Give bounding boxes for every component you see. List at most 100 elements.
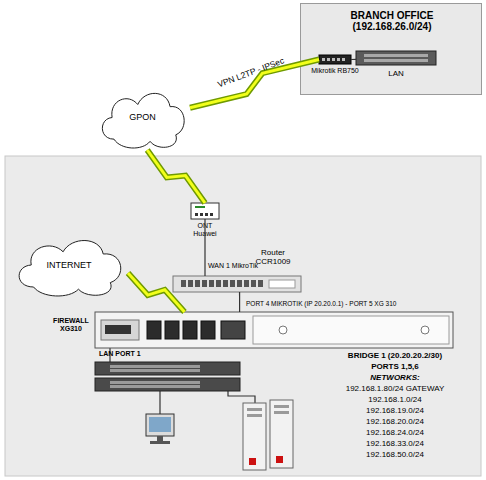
port-block [165, 321, 179, 339]
router-shape [173, 276, 301, 292]
server-badge [249, 458, 256, 465]
annotation-label: 192.168.20.0/24 [320, 418, 470, 427]
ethernet-port [258, 280, 263, 287]
switch-device [95, 378, 240, 391]
lightning-link [128, 273, 185, 312]
node-label: GPON [95, 112, 190, 122]
connector-group [147, 150, 205, 203]
node-label: FIREWALL XG310 [49, 317, 93, 333]
switch-device: LAN [356, 51, 436, 65]
lightning-link [190, 60, 319, 108]
switch-ports [110, 381, 200, 384]
pc-base [150, 441, 170, 444]
ethernet-port [237, 280, 242, 287]
network-cloud: INTERNET [10, 232, 128, 298]
router-plate [269, 280, 295, 288]
firewall-display [105, 325, 131, 334]
firewall-front-plate [253, 316, 449, 344]
node-label: ONT Huawei [190, 222, 220, 238]
node-label: Router CCR1009 [243, 249, 303, 267]
server-wire [228, 391, 255, 403]
node-label: LAN [356, 70, 436, 79]
node-label: Mikrotik RB750 [311, 67, 359, 75]
connector-group [190, 60, 319, 108]
connector-group [239, 292, 240, 312]
firewall-shape [95, 312, 453, 348]
ethernet-port [327, 58, 330, 61]
annotation-label: BRIDGE 1 (20.20.20.2/30) [320, 352, 470, 361]
cable-link [351, 59, 356, 60]
ethernet-port [188, 280, 193, 287]
ethernet-port [195, 280, 200, 287]
firewall-panel [101, 320, 139, 340]
server-bay [274, 411, 289, 414]
lightning-outline [147, 150, 205, 203]
port-block [221, 321, 245, 339]
switch-ports [364, 54, 428, 57]
router-body [319, 55, 351, 64]
mount-screw [279, 326, 287, 334]
router-device: Router CCR1009 [173, 276, 301, 292]
rack-shape [356, 51, 436, 65]
port-block [147, 321, 161, 339]
ethernet-port [342, 58, 345, 61]
annotation-label: PORT 4 MIKROTIK (IP 20.20.0.1) - PORT 5 … [246, 300, 461, 307]
switch-ports [110, 365, 200, 368]
annotation-label: 192.168.1.0/24 [320, 396, 470, 405]
ethernet-port [209, 280, 214, 287]
annotation-label: 192.168.50.0/24 [320, 451, 470, 460]
cable-link [239, 292, 240, 312]
network-cloud: GPON [95, 85, 190, 150]
lightning-outline [190, 60, 319, 108]
annotation-label: PORTS 1,5,6 [320, 363, 470, 372]
ethernet-port [181, 280, 186, 287]
node-label: BRANCH OFFICE (192.168.26.0/24) [337, 10, 447, 32]
switch-ports [364, 59, 428, 62]
ethernet-port [244, 280, 249, 287]
firewall-body [95, 312, 453, 348]
annotation-label: 192.168.33.0/24 [320, 440, 470, 449]
annotation-label: 192.168.1.80/24 GATEWAY [320, 385, 470, 394]
annotation-label: 192.168.24.0/24 [320, 429, 470, 438]
server-tower [243, 403, 266, 470]
lan-wire [109, 348, 110, 362]
rb750-shape [319, 55, 351, 64]
ethernet-port [216, 280, 221, 287]
pc-wire [159, 391, 160, 414]
ethernet-port [223, 280, 228, 287]
switch-ports [110, 369, 200, 372]
router-device: Mikrotik RB750 [319, 55, 351, 64]
connector-group [128, 273, 185, 312]
port-block [183, 321, 197, 339]
port-block [201, 321, 215, 339]
connector-group [205, 219, 206, 276]
ethernet-port [230, 280, 235, 287]
branch-office-box: BRANCH OFFICE (192.168.26.0/24) Mikrotik … [300, 3, 482, 95]
pc-stand [157, 436, 163, 441]
switch-device [95, 362, 240, 375]
ethernet-port [337, 58, 340, 61]
annotation-label: LAN PORT 1 [99, 350, 159, 358]
server-badge [276, 456, 283, 463]
cable-link [204, 219, 205, 276]
switch-body [356, 51, 436, 65]
pc-monitor [146, 414, 174, 436]
ont-port [195, 213, 198, 216]
ont-body [191, 203, 219, 219]
pc-screen [149, 417, 171, 432]
ont-shape [191, 203, 219, 219]
ont-port [205, 213, 208, 216]
switch-ports [110, 385, 200, 388]
ont-port [200, 213, 203, 216]
annotation-label: 192.168.19.0/24 [320, 407, 470, 416]
ethernet-port [322, 58, 325, 61]
mount-screw [421, 326, 429, 334]
server-bay [247, 408, 262, 411]
node-label: INTERNET [10, 260, 128, 270]
connector-group [351, 59, 356, 60]
server-bay [247, 414, 262, 417]
site-region [5, 156, 481, 476]
ethernet-port [332, 58, 335, 61]
edge-label: VPN L2TP - IPSec [216, 57, 285, 91]
